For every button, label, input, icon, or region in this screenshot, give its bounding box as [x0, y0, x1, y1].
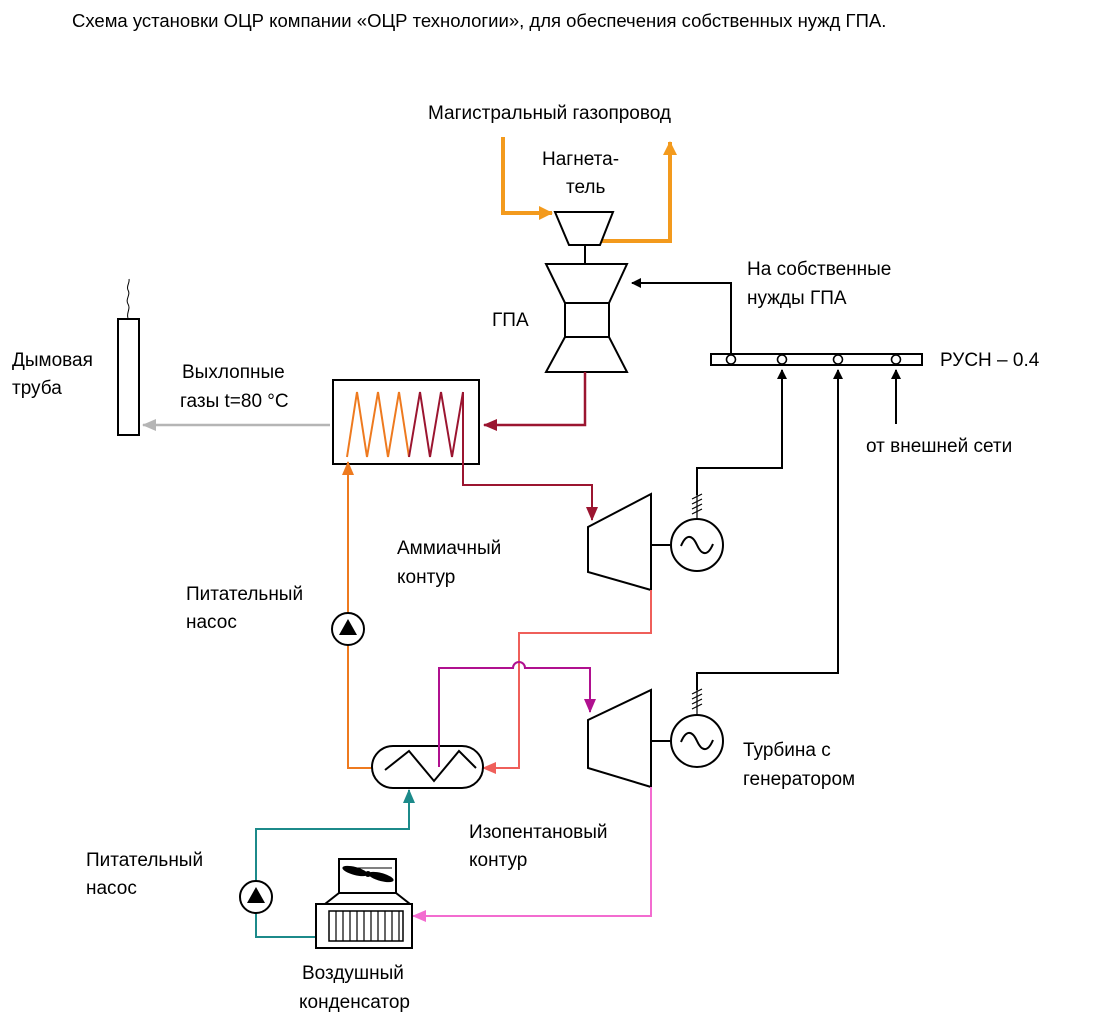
label-feed-pump-1-1: Питательный — [186, 584, 303, 605]
label-chimney-1: Дымовая — [12, 350, 93, 371]
label-exhaust-2: газы t=80 °С — [180, 391, 289, 412]
label-feed-pump-1-2: насос — [186, 612, 237, 633]
label-gpa: ГПА — [492, 310, 529, 331]
label-ammonia-1: Аммиачный — [397, 538, 501, 559]
label-compressor-1: Нагнета- — [542, 149, 619, 170]
label-chimney-2: труба — [12, 378, 62, 399]
smoke-icon — [126, 278, 130, 319]
busbar-terminals — [725, 354, 902, 365]
label-own-needs-2: нужды ГПА — [747, 288, 847, 309]
gpa-turbine-symbol — [544, 263, 629, 373]
label-own-needs-1: На собственные — [747, 259, 891, 280]
ammonia-vapor-line — [462, 392, 598, 521]
electric-lines — [631, 278, 901, 690]
isopentane-vapor-line — [438, 661, 596, 767]
evaporator-coil-hot — [408, 391, 464, 458]
fan-icon — [342, 865, 394, 883]
diagram-title: Схема установки ОЦР компании «ОЦР технол… — [72, 10, 886, 31]
generator2-symbol — [670, 714, 724, 768]
label-pipeline: Магистральный газопровод — [428, 103, 671, 124]
label-feed-pump-2-1: Питательный — [86, 850, 203, 871]
evaporator-coil-cold — [346, 391, 410, 458]
label-feed-pump-2-2: насос — [86, 878, 137, 899]
isopentane-turbine-symbol — [587, 688, 652, 789]
label-isopentane-1: Изопентановый — [469, 822, 608, 843]
gas-pipeline-lines — [501, 137, 677, 243]
busbar-rusn — [710, 353, 923, 366]
condensate-line — [255, 789, 415, 938]
label-turbine-1: Турбина с — [743, 740, 831, 761]
compressor-symbol — [553, 211, 615, 246]
gpa-exhaust-line — [483, 372, 587, 431]
ammonia-exhaust-line — [482, 590, 652, 774]
label-condenser-2: конденсатор — [299, 992, 410, 1013]
chimney-symbol — [117, 318, 140, 436]
generator1-symbol — [670, 518, 724, 572]
label-external-grid: от внешней сети — [866, 436, 1012, 457]
label-compressor-2: тель — [566, 177, 606, 198]
regenerator-coil — [384, 749, 477, 783]
labels: Магистральный газопровод Нагнета- тель Г… — [12, 103, 1040, 1013]
condenser-fins — [335, 911, 400, 941]
label-rusn: РУСН – 0.4 — [940, 350, 1040, 371]
label-isopentane-2: контур — [469, 850, 527, 871]
label-turbine-2: генератором — [743, 769, 855, 790]
label-exhaust-1: Выхлопные — [182, 362, 285, 383]
generator1-terminal-icon — [691, 493, 703, 519]
ammonia-feed-line — [342, 461, 372, 769]
ammonia-turbine-symbol — [587, 492, 652, 592]
feed-pump-1-symbol — [331, 612, 365, 646]
feed-pump-2-symbol — [239, 880, 273, 914]
generator2-terminal-icon — [691, 688, 703, 715]
label-condenser-1: Воздушный — [302, 963, 404, 984]
label-ammonia-2: контур — [397, 567, 455, 588]
isopentane-exhaust-line — [412, 787, 652, 922]
